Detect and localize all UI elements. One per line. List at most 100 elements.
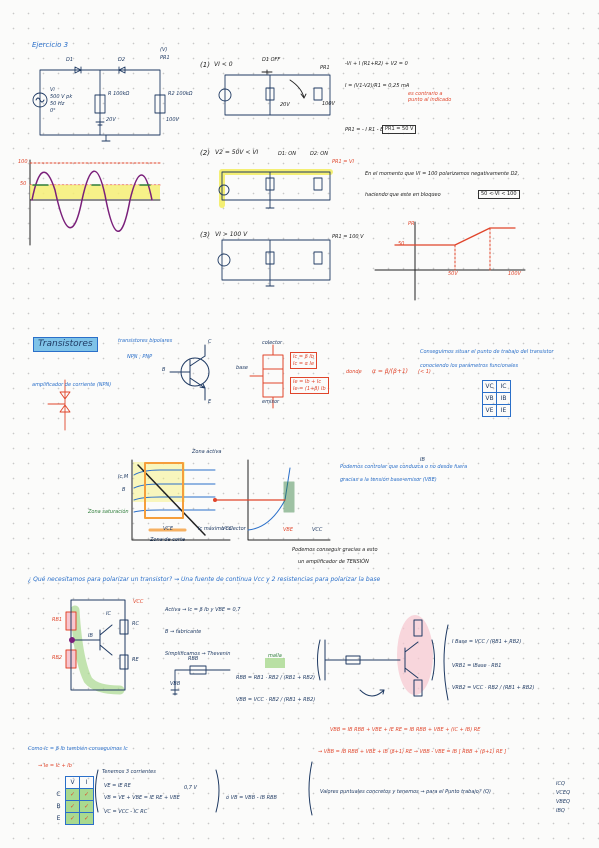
label-vcc: VCC [133,599,144,605]
param-ic: IC [496,380,511,393]
base-label: base [236,365,248,371]
podemos-line2: gracias a la tensión base-emisor (VBE) [340,477,437,483]
q-ibq: IBQ [556,808,565,814]
case1-circuit [218,69,331,116]
case1-bat2: 100V [322,101,335,107]
vbb-formula: VBB = VCC · RB2 / (RB1 + RB2) [236,697,316,703]
plot-label-100v: 100V [508,271,521,277]
colector-label: colector [262,340,283,346]
plot-label-pr: PR [408,221,415,227]
alpha-formula: α = β/(β+1) [372,368,409,375]
ib-curve-label: B [122,487,126,493]
ib-label: IB [420,457,425,463]
bias-circuit-left [65,599,129,695]
exercise3-circuit [32,66,166,142]
plot-label-50: 50 [398,241,405,247]
wave-label-50: 50 [20,181,27,187]
emisor-label: emisor [262,399,280,405]
case1-eq1: -Vi + I (R1+R2) + V2 = 0 [345,61,408,67]
npn-pnp: NPN ; PNP [127,354,153,360]
r2-label: R2 100kΩ [168,91,193,97]
ie-ic-line: ⇝ Ie = Ic + Ib [38,763,72,769]
case2-range-box: 50 < VI < 100 [478,190,520,199]
vbe-label: VBE [283,527,294,533]
battery1-label: 20V [106,117,116,123]
npn-structure-diagram [249,344,284,409]
alpha-note: (< 1) [418,369,431,375]
case2-condition: V2 = 50V < VI [215,149,259,156]
battery2-label: 100V [166,117,179,123]
check-cell: ✓ [65,812,80,825]
case1-eq2: I = (V1-V2)/R1 = 0,25 mA [345,83,410,89]
beta-fabricante: B ⇝ fabricante [165,629,202,635]
zona-saturacion-label: Zona saturación [88,509,129,515]
table-head-i: I [79,776,94,789]
wave-label-100: 100 [18,159,28,165]
label-rb1: RB1 [52,617,63,623]
case1-result-eq: PR1 = - I R1 - E [345,127,384,133]
tenemos-line: Tenemos 3 corrientes [102,769,156,775]
case3-circuit [217,239,331,287]
conseguimos-line1: Conseguimos situar el punto de trabajo d… [420,349,554,355]
r1-label: R 100kΩ [108,91,130,97]
zona-corte-label: Zona de corte [150,537,186,543]
amplifier-line2: un amplificador de TENSIÓN [298,559,369,565]
row-b: B [56,803,61,810]
vce-label: VCE [163,526,174,532]
case2-number: (2) [200,149,210,157]
table-corner [52,777,66,789]
node-top-label: (V) [160,47,168,53]
source-label-freq: 50 Hz [50,101,65,107]
case1-condition: VI < 0 [214,61,233,68]
check-cell: ✓ [79,800,94,813]
case1-note: es contrario a punto al indicado [408,91,452,103]
label-rc: RC [132,621,139,627]
como-line: Como Ic = β Ib también conseguimos Ic [28,746,128,752]
transistor-symbol [169,344,210,401]
vcc-label-1: VCC [222,526,233,532]
label-re: RE [132,657,139,663]
donde-label: donde [346,369,362,375]
case1-pr: PR1 [320,65,330,71]
source-label-phase: 0° [50,108,56,114]
plot-label-50v: 50V [448,271,458,277]
ibase-formula: I Base = VCC / (RB1 + RB2) [452,639,522,645]
malla-label: malla [268,653,282,659]
case2-note2: haciendo que este en bloqueo [365,192,441,198]
max-colector-label: Ic máximo colector [198,526,246,532]
check-cell: ✓ [79,788,94,801]
case1-result-box: PR1 = 50 V [382,125,417,134]
case3-pr: PR1 = 100 V [332,234,364,240]
vbb-equation-2: ⇝ VBB = IB RBB + VBE + IB (β+1) RE ⇝ VBB… [318,749,507,755]
conseguimos-line2: conociendo los parámetros funcionales [420,363,519,369]
vb-equation: VB = VE + VBE = IE RE + VBE [104,795,180,801]
diode2-label: D2 [118,57,126,63]
source-label-vi: Vi [50,87,55,93]
case3-number: (3) [200,231,210,239]
case1-diodes: D1 OFF [262,57,281,63]
diode1-label: D1 [66,57,74,63]
zona-activa-label: Zona activa [192,449,222,455]
pin-b: B [162,367,166,373]
case2-pr: PR1 = VI [332,159,354,165]
case2-note1: En el momento que VI = 100 polarizamos n… [365,171,520,177]
table-head-v: V [65,776,80,789]
vbe-value: 0,7 V [184,785,197,791]
q-icq: ICQ [556,781,565,787]
transfer-plot [374,221,526,301]
case2-d2: D2: ON [310,151,328,157]
vrb1-formula: VRB1 = IBase · RB1 [452,663,502,669]
param-vb: VB [482,392,497,405]
activa-condition: Activa ⇝ Ic = β Ib y VBE = 0,7 [165,607,241,613]
row-e: E [56,815,61,822]
amplifier-line1: Podemos conseguir gracias a esto [292,547,378,553]
pin-c: C [208,339,212,345]
label-rb2: RB2 [52,655,63,661]
case1-bat1: 20V [280,102,290,108]
row-c: C [56,791,61,798]
check-cell: ✓ [65,788,80,801]
